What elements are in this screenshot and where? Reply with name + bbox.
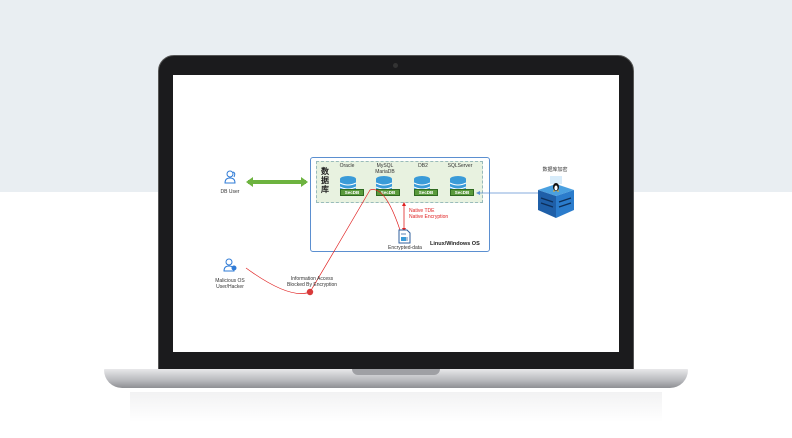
db-name-db2: DB2 [418, 163, 428, 169]
laptop-base [104, 369, 688, 388]
db-name-mysql: MySQL MariaDB [375, 163, 395, 175]
user-icon [224, 170, 236, 184]
block-point [306, 288, 314, 296]
secdb-tag: SecDB [376, 189, 400, 196]
encrypted-data-label: Encrypted-data [388, 245, 422, 251]
os-label: Linux/Windows OS [430, 241, 480, 247]
laptop-notch [352, 369, 440, 375]
database-group-label: 数据库 [321, 167, 329, 194]
db-name-oracle: Oracle [339, 163, 355, 169]
blocked-label: Information Access Blocked By Encryption [286, 276, 338, 288]
native-tde-label: Native TDE [409, 208, 435, 214]
os-container [310, 157, 490, 252]
camera-icon [393, 63, 398, 68]
hacker-icon [223, 258, 237, 272]
native-encryption-label: Native Encryption [409, 214, 449, 220]
server-label: 数据库加密 [542, 167, 568, 173]
laptop-reflection [130, 392, 662, 422]
secdb-tag: SecDB [340, 189, 364, 196]
secdb-tag: SecDB [414, 189, 438, 196]
db-name-sqlserver: SQLServer [447, 163, 473, 169]
secdb-tag: SecDB [450, 189, 474, 196]
linux-server-icon [538, 176, 574, 218]
db-user-label: DB User [220, 189, 240, 195]
laptop-screen [173, 75, 619, 352]
document-icon [398, 229, 411, 244]
malicious-user-label: Malicious OS User/Hacker [215, 278, 245, 290]
